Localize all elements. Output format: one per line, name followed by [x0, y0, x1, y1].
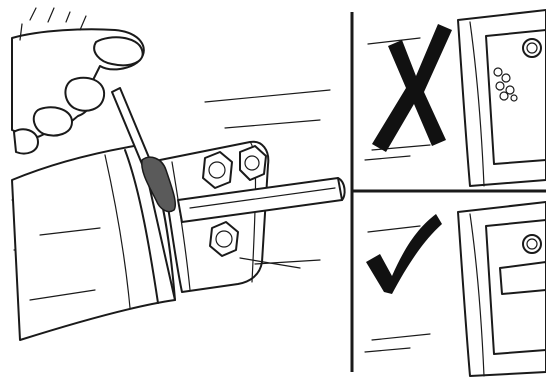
shaft-closeup-good: [500, 262, 546, 294]
finger-ring: [14, 129, 38, 153]
bolt-upper-left: [203, 152, 232, 188]
hand: [12, 8, 144, 154]
finger-thumb: [65, 78, 104, 111]
bolt-closeup-bad: [523, 39, 541, 57]
incorrect-example-panel: [365, 10, 546, 186]
correct-example-panel: [365, 202, 546, 376]
check-mark-icon: [366, 214, 442, 294]
bolt-closeup-good: [523, 235, 541, 253]
main-panel: [12, 8, 345, 340]
finger-middle: [34, 107, 72, 135]
pump-closeup-bad: [365, 10, 546, 186]
finger-index: [94, 37, 142, 65]
cross-mark-icon: [372, 24, 452, 152]
